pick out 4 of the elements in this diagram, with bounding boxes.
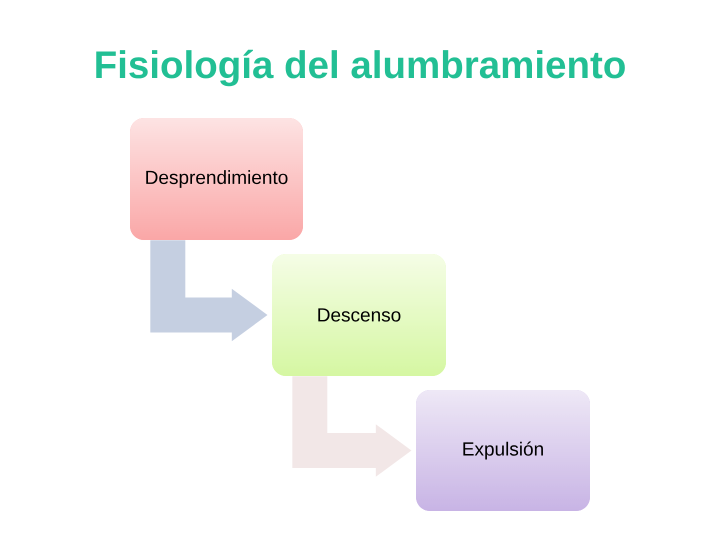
process-box: Desprendimiento [130,118,303,240]
process-box: Descenso [272,254,446,376]
title: Fisiología del alumbramiento [96,50,625,86]
process-box: Expulsión [416,390,590,511]
